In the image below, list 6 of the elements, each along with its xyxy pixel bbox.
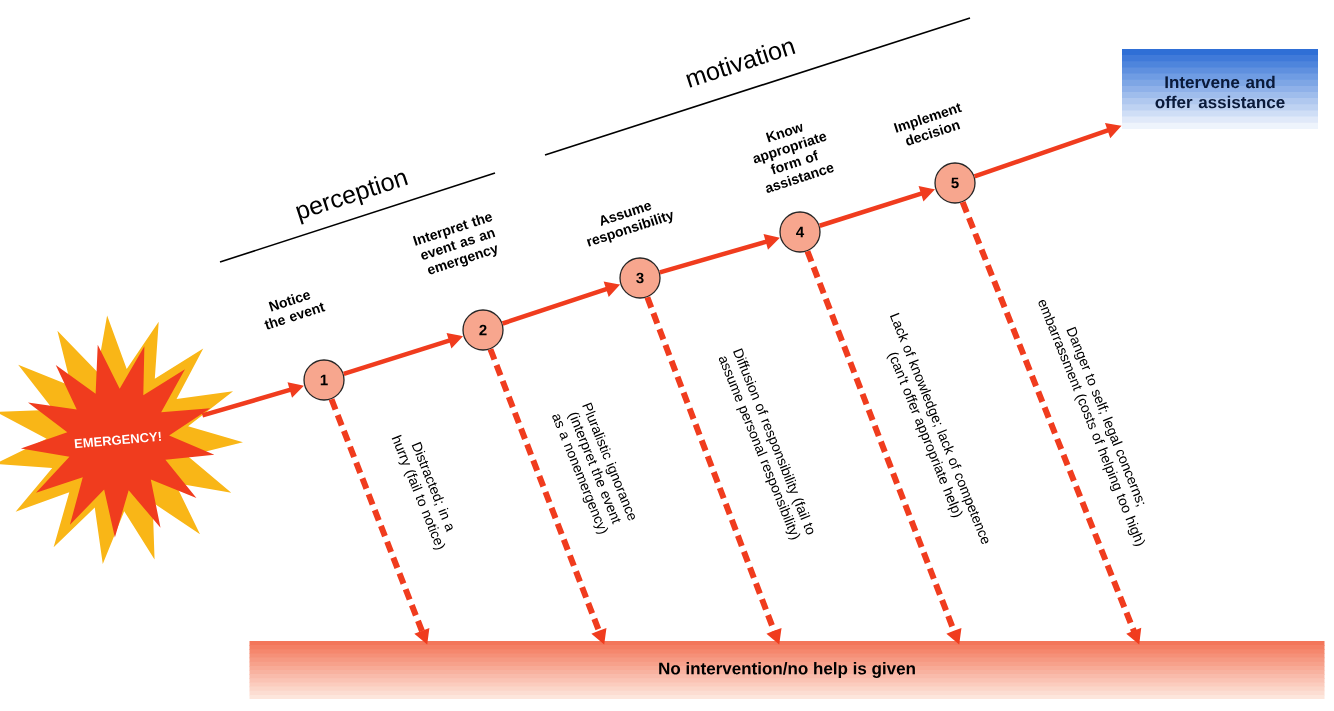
step-label: Notice the event xyxy=(264,292,326,330)
node-label: offer assistance xyxy=(1155,95,1285,109)
outcome-band: No intervention/no help is given xyxy=(249,641,1325,699)
emergency-burst: EMERGENCY! xyxy=(0,315,243,565)
node-label: No intervention/no help is given xyxy=(659,662,915,678)
outcome-box: Intervene and offer assistance xyxy=(1122,49,1318,135)
